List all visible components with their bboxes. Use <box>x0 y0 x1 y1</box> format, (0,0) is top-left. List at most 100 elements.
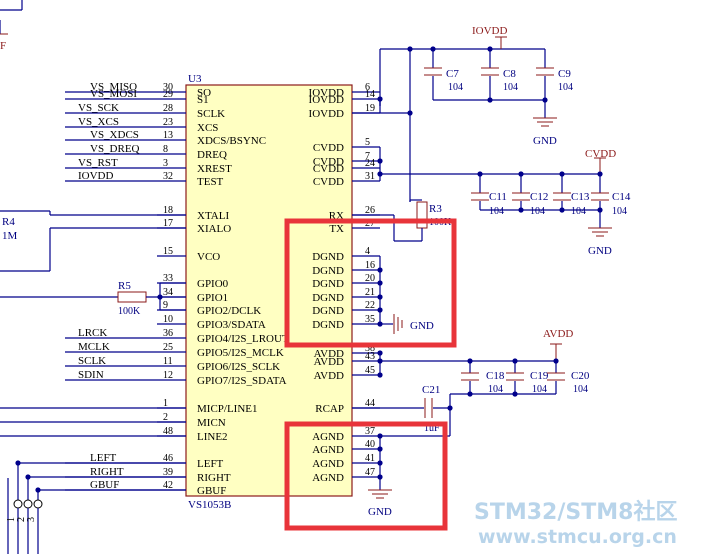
pin-number: 6 <box>365 82 370 93</box>
avdd-label: AVDD <box>543 328 573 340</box>
pin-name: TEST <box>197 176 224 188</box>
cap-c9: C9 104 <box>536 67 573 93</box>
pin-name: AGND <box>312 444 344 456</box>
ic-body <box>185 84 353 497</box>
gnd-symbol-cvdd: GND <box>588 227 612 257</box>
ic-right-pin: 20 DGND <box>312 273 380 290</box>
svg-text:C8: C8 <box>503 68 516 80</box>
svg-text:GND: GND <box>588 245 612 257</box>
resistor-r5: R5 100K <box>0 280 186 317</box>
pin-name: CVDD <box>313 142 344 154</box>
pin-name: DGND <box>312 278 344 290</box>
pin-number: 7 <box>365 151 370 162</box>
svg-text:C13: C13 <box>571 191 590 203</box>
pin-number: 9 <box>163 300 168 311</box>
cap-c13: C13 104 <box>553 191 590 217</box>
svg-text:3: 3 <box>26 517 37 522</box>
svg-text:104: 104 <box>571 206 586 217</box>
svg-text:104: 104 <box>612 206 627 217</box>
ic-ref: U3 <box>188 73 202 85</box>
pin-name: AGND <box>312 458 344 470</box>
pin-number: 47 <box>365 467 375 478</box>
pin-number: 19 <box>365 103 375 114</box>
net-label: IOVDD <box>78 170 113 182</box>
svg-text:104: 104 <box>488 384 503 395</box>
pin-name: DGND <box>312 265 344 277</box>
net-label: VS_MOSI <box>90 88 137 100</box>
pin-number: 20 <box>365 273 375 284</box>
iovdd-label: IOVDD <box>472 25 507 37</box>
agnd-bus: GND <box>368 433 450 518</box>
pin-number: 32 <box>163 171 173 182</box>
ic-right-pin: 14 IOVDD <box>309 89 380 106</box>
net-label: VS_XDCS <box>90 129 139 141</box>
cvdd-decoupling: CVDD C11 104 C12 104 C <box>377 147 631 257</box>
avdd-decoupling: AVDD C18 104 C19 104 C20 104 <box>377 328 590 397</box>
audio-output-connector: 1 2 3 <box>6 460 186 554</box>
pin-name: XTALI <box>197 210 229 222</box>
pin-number: 41 <box>365 453 375 464</box>
cap-c7: C7 104 <box>424 67 463 93</box>
pin-name: GBUF <box>197 485 226 497</box>
pin-number: 25 <box>163 342 173 353</box>
pin-name: AVDD <box>314 348 344 360</box>
dgnd-bus: GND <box>377 256 434 334</box>
pin-name: CVDD <box>313 176 344 188</box>
cap-c12: C12 104 <box>512 191 548 217</box>
cap-c20: C20 104 <box>547 370 590 395</box>
pin-number: 42 <box>163 480 173 491</box>
pin-name: RIGHT <box>197 472 231 484</box>
pin-number: 8 <box>163 144 168 155</box>
ic-right-pin: 6 IOVDD <box>309 82 380 99</box>
pin-name: GPIO6/I2S_SCLK <box>197 361 280 373</box>
pin-name: XDCS/BSYNC <box>197 135 266 147</box>
pin-name: GPIO2/DCLK <box>197 305 261 317</box>
pin-number: 39 <box>163 467 173 478</box>
pin-number: 26 <box>365 205 375 216</box>
pin-name: MICN <box>197 417 226 429</box>
pin-number: 4 <box>365 246 370 257</box>
pin-name: AVDD <box>314 356 344 368</box>
svg-text:C18: C18 <box>486 370 505 382</box>
svg-text:GND: GND <box>410 320 434 332</box>
ic-part: VS1053B <box>188 499 231 511</box>
svg-text:C12: C12 <box>530 191 548 203</box>
pin-number: 40 <box>365 439 375 450</box>
watermark-line1: STM32/STM8社区 <box>474 499 677 525</box>
pin-name: MICP/LINE1 <box>197 403 258 415</box>
net-label: SDIN <box>78 369 104 381</box>
pin-number: 30 <box>163 82 173 93</box>
pin-number: 24 <box>365 158 375 169</box>
line-inputs <box>0 407 186 437</box>
svg-text:2: 2 <box>16 517 27 522</box>
pin-name: IOVDD <box>309 87 344 99</box>
pin-name: GPIO4/I2S_LROUT <box>197 333 289 345</box>
r4-ref: R4 <box>2 216 15 228</box>
pin-number: 21 <box>365 287 375 298</box>
highlight-box-dgnd <box>284 218 457 348</box>
pin-number: 17 <box>163 218 173 229</box>
pin-number: 34 <box>163 287 173 298</box>
svg-text:GND: GND <box>533 135 557 147</box>
net-label: SCLK <box>78 355 106 367</box>
pin-name: DGND <box>312 292 344 304</box>
svg-text:1uF: 1uF <box>424 423 440 434</box>
svg-text:104: 104 <box>503 82 518 93</box>
ic-left-pin: 32 TEST IOVDD <box>65 170 224 188</box>
pin-name: GPIO0 <box>197 278 229 290</box>
net-label: VS_DREQ <box>90 143 140 155</box>
svg-text:104: 104 <box>532 384 547 395</box>
pin-name: SO <box>197 87 211 99</box>
pin-number: 14 <box>365 89 375 100</box>
svg-text:R3: R3 <box>429 203 442 215</box>
pin-number: 43 <box>365 351 375 362</box>
pin-number: 33 <box>163 273 173 284</box>
